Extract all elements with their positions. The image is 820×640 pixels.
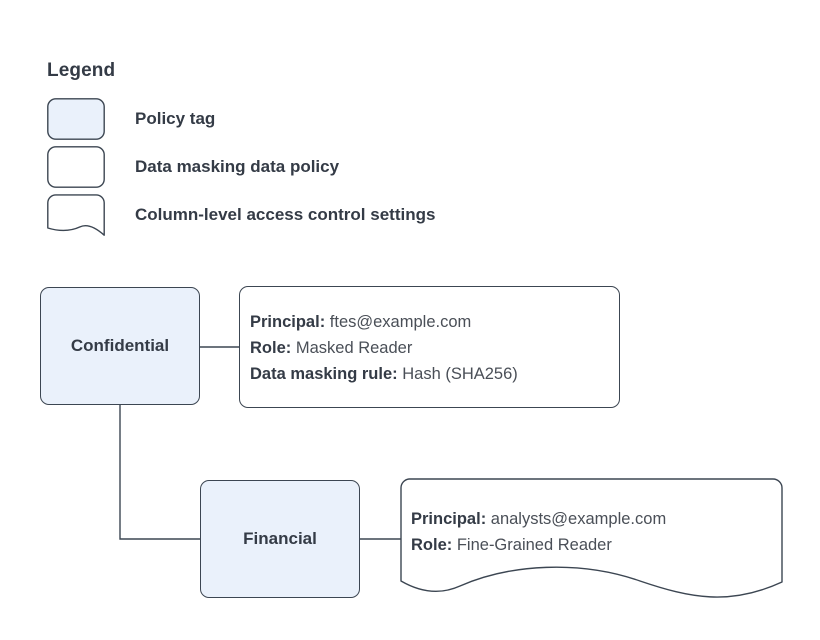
- callout-value-principal: analysts@example.com: [490, 510, 667, 528]
- legend-item-data-masking-policy: Data masking data policy: [47, 146, 747, 190]
- callout-key-role: Role:: [411, 536, 453, 554]
- callout-value-role: Masked Reader: [295, 339, 413, 357]
- legend-label-column-level-settings: Column-level access control settings: [135, 205, 436, 224]
- legend-title: Legend: [47, 60, 116, 81]
- legend-item-column-level-settings: Column-level access control settings: [47, 194, 747, 238]
- callout-confidential-policy-body: Principal: ftes@example.com Role: Masked…: [250, 309, 518, 387]
- callout-key-principal: Principal:: [250, 313, 326, 331]
- callout-value-principal: ftes@example.com: [329, 313, 472, 331]
- column-level-settings-swatch-icon: [47, 194, 105, 236]
- node-confidential-label: Confidential: [70, 336, 170, 355]
- node-confidential[interactable]: Confidential: [40, 287, 200, 405]
- node-financial[interactable]: Financial: [200, 480, 360, 598]
- callout-line-role: Role: Fine-Grained Reader: [411, 532, 666, 558]
- callout-key-principal: Principal:: [411, 510, 487, 528]
- callout-financial-policy-body: Principal: analysts@example.com Role: Fi…: [411, 506, 666, 558]
- callout-line-principal: Principal: ftes@example.com: [250, 309, 518, 335]
- callout-value-role: Fine-Grained Reader: [456, 536, 612, 554]
- policy-tag-swatch-icon: [47, 98, 105, 140]
- legend-item-policy-tag: Policy tag: [47, 98, 747, 142]
- callout-key-masking-rule: Data masking rule:: [250, 365, 398, 383]
- callout-value-masking-rule: Hash (SHA256): [402, 365, 518, 383]
- callout-line-masking-rule: Data masking rule: Hash (SHA256): [250, 361, 518, 387]
- callout-line-principal: Principal: analysts@example.com: [411, 506, 666, 532]
- edge-confidential-to-financial: [119, 405, 200, 540]
- legend-label-policy-tag: Policy tag: [135, 109, 216, 128]
- callout-confidential-policy[interactable]: Principal: ftes@example.com Role: Masked…: [239, 286, 620, 408]
- document-shape-icon: [400, 478, 783, 598]
- callout-line-role: Role: Masked Reader: [250, 335, 518, 361]
- callout-key-role: Role:: [250, 339, 292, 357]
- callout-financial-policy[interactable]: Principal: analysts@example.com Role: Fi…: [400, 478, 784, 598]
- node-financial-label: Financial: [243, 529, 317, 548]
- legend-label-data-masking-policy: Data masking data policy: [135, 157, 340, 176]
- data-masking-policy-swatch-icon: [47, 146, 105, 188]
